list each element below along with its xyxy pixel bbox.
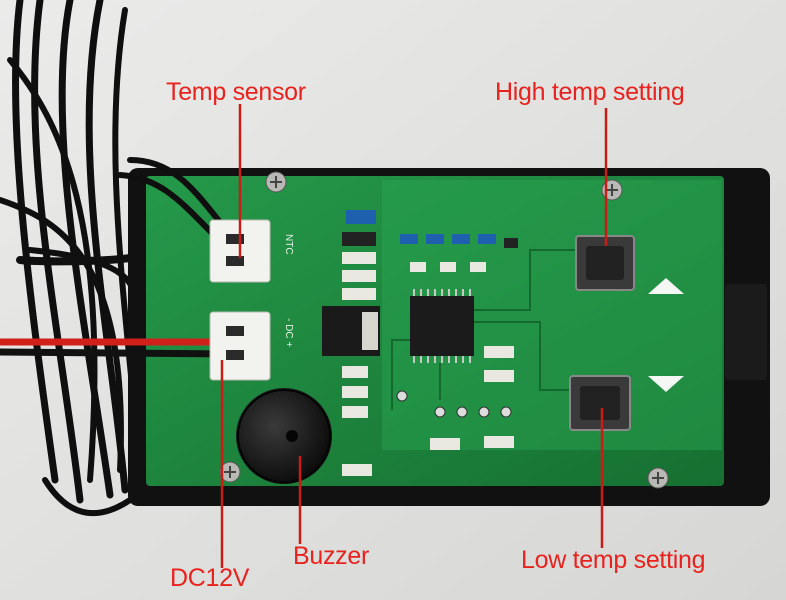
low-temp-setting-label: Low temp setting — [521, 546, 706, 574]
enclosure-clip-right — [725, 284, 767, 380]
power-wires — [0, 338, 242, 358]
sensor-cable-coil — [0, 0, 143, 516]
ntc-connector-slot — [226, 256, 244, 266]
screw — [219, 461, 241, 483]
pcb-traces — [391, 249, 580, 410]
high-temp-setting-label: High temp setting — [495, 78, 685, 106]
up-arrow-icon — [648, 278, 684, 294]
dc-connector — [209, 311, 271, 381]
high-temp-button[interactable] — [575, 235, 635, 291]
buzzer-label: Buzzer — [293, 542, 370, 570]
leader-lines — [220, 104, 608, 568]
low-temp-button[interactable] — [569, 375, 631, 431]
ntc-connector-slot — [226, 234, 244, 244]
screw — [265, 171, 287, 193]
dc-silkscreen: - DC + — [283, 318, 294, 347]
dc12v-label: DC12V — [170, 564, 250, 592]
microcontroller-chip — [410, 289, 474, 363]
ntc-silkscreen: NTC — [283, 234, 294, 255]
dc-connector-slot — [226, 326, 244, 336]
smd-components — [322, 210, 518, 476]
down-arrow-icon — [648, 376, 684, 392]
screw — [647, 467, 669, 489]
dc-connector-slot — [226, 350, 244, 360]
buzzer — [236, 388, 332, 484]
temp-sensor-label: Temp sensor — [166, 78, 306, 106]
